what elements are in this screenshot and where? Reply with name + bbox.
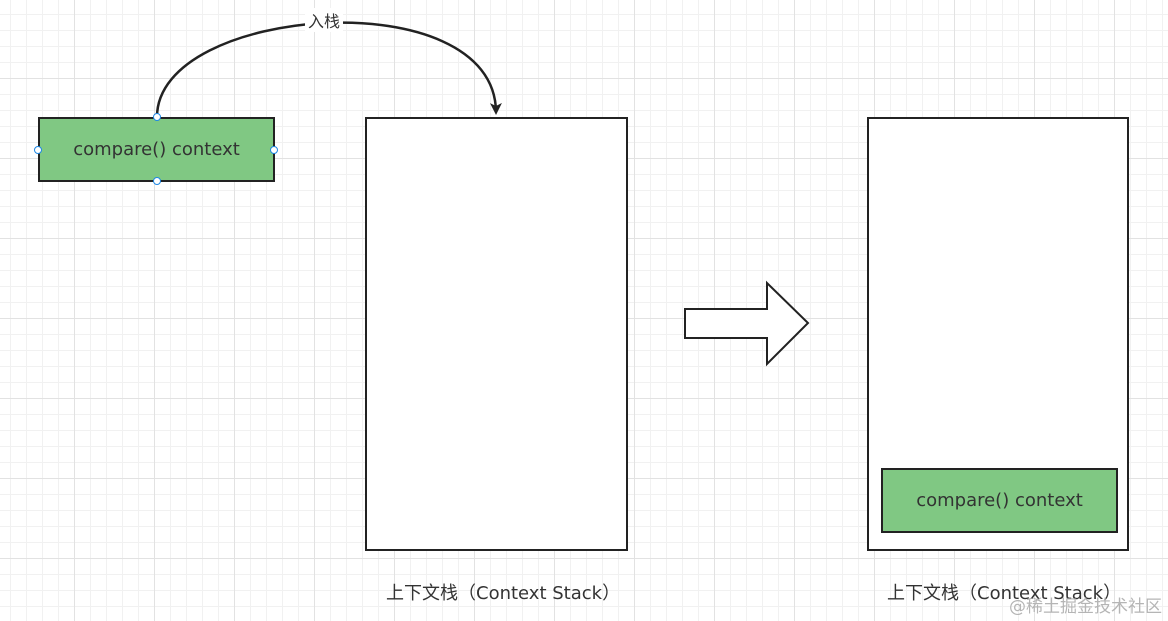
context-stack-left-caption: 上下文栈（Context Stack） xyxy=(386,583,621,604)
selection-handle-bottom[interactable] xyxy=(153,177,161,185)
stacked-context-label: compare() context xyxy=(916,490,1083,511)
context-stack-right-caption: 上下文栈（Context Stack） xyxy=(887,583,1122,604)
push-label: 入栈 xyxy=(305,8,344,32)
stacked-context-box[interactable]: compare() context xyxy=(881,468,1118,533)
transition-arrow-icon xyxy=(684,280,810,367)
source-context-box[interactable]: compare() context xyxy=(38,117,275,182)
context-stack-left[interactable] xyxy=(365,117,628,551)
selection-handle-right[interactable] xyxy=(270,146,278,154)
push-arc-connector[interactable] xyxy=(155,21,502,118)
source-context-label: compare() context xyxy=(73,139,240,160)
selection-handle-top[interactable] xyxy=(153,113,161,121)
watermark: @稀土掘金技术社区 xyxy=(1009,597,1162,617)
selection-handle-left[interactable] xyxy=(34,146,42,154)
